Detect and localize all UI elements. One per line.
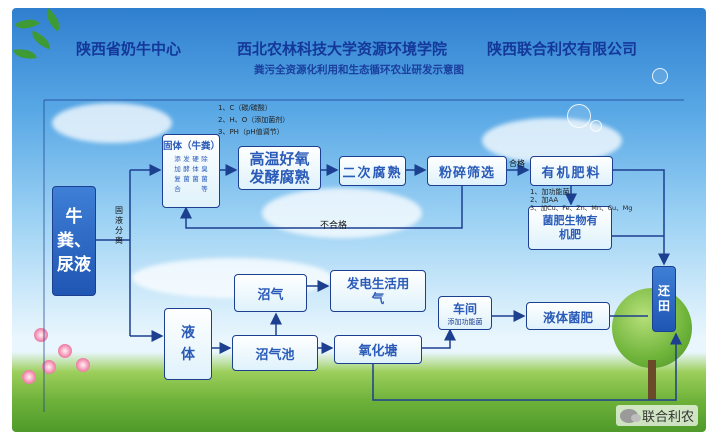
node-workshop: 车间 添加功能菌 xyxy=(438,296,492,330)
cloud xyxy=(52,103,172,143)
org-title-right: 陕西联合利农有限公司 xyxy=(487,40,638,58)
note-top-1: 1、C（碳/碳酸） xyxy=(218,104,272,112)
wechat-icon xyxy=(619,408,641,423)
node-crush-screen: 粉碎筛选 xyxy=(427,156,507,186)
node-solid-sub: 硬体菌 xyxy=(192,155,199,183)
bubble-icon xyxy=(567,104,591,128)
tree-trunk xyxy=(648,360,656,400)
label-pass: 合格 xyxy=(509,159,525,168)
node-bio-fertilizer: 菌肥生物有机肥 xyxy=(528,206,612,250)
node-solid: 固体（牛粪） 添加复合 发酵菌 硬体菌 除臭菌等 xyxy=(162,134,220,208)
node-solid-label: 固体（牛粪） xyxy=(163,141,221,152)
flow-arrows xyxy=(43,99,684,412)
diagram-subtitle: 粪污全资源化利用和生态循环农业研发示意图 xyxy=(254,64,464,76)
node-compost: 高温好氧发酵腐熟 xyxy=(238,146,321,190)
note-top-2: 2、H、O（添加菌剂） xyxy=(218,116,290,124)
flower-icon xyxy=(22,370,36,384)
node-organic-fertilizer: 有机肥料 xyxy=(530,156,613,186)
node-solid-sub: 添加复合 xyxy=(174,155,181,193)
node-second-maturation: 二次腐熟 xyxy=(339,156,406,186)
node-workshop-note: 添加功能菌 xyxy=(447,317,483,326)
node-oxidation-pond: 氧化塘 xyxy=(334,335,422,364)
cloud xyxy=(262,188,422,238)
brand-logo-text: 联合利农 xyxy=(641,410,694,425)
node-liquid-bio-fertilizer: 液体菌肥 xyxy=(526,302,610,330)
org-title-left: 陕西省奶牛中心 xyxy=(76,40,182,58)
flower-icon xyxy=(76,358,90,372)
note-bio-2: 2、加AA xyxy=(530,196,559,204)
bubble-icon xyxy=(652,68,668,84)
note-top-3: 3、PH（pH值调节） xyxy=(218,128,284,136)
grass-field xyxy=(12,352,706,432)
bubble-icon xyxy=(590,120,602,132)
brand-logo: 联合利农 xyxy=(615,405,698,426)
note-bio-1: 1、加功能菌 xyxy=(530,188,570,196)
node-return-field: 还田 xyxy=(652,266,676,332)
label-solid-liquid-separation: 固液分离 xyxy=(115,206,123,245)
flower-icon xyxy=(58,344,72,358)
node-biogas: 沼气 xyxy=(234,274,307,312)
flower-icon xyxy=(42,360,56,374)
note-bio-3: 3、加Cu、Fe、Zn、Mn、Cu、Mg xyxy=(530,204,633,212)
node-source: 牛粪、尿液 xyxy=(52,186,96,296)
node-liquid: 液体 xyxy=(164,308,212,380)
node-biogas-pool: 沼气池 xyxy=(232,335,318,371)
label-fail: 不合格 xyxy=(320,221,348,231)
org-title-mid: 西北农林科技大学资源环境学院 xyxy=(237,40,448,58)
node-power-gas: 发电生活用气 xyxy=(330,270,426,312)
node-solid-sub: 除臭菌等 xyxy=(201,155,208,193)
node-solid-sub: 发酵菌 xyxy=(183,155,190,183)
poster: 陕西省奶牛中心 西北农林科技大学资源环境学院 陕西联合利农有限公司 粪污全资源化… xyxy=(12,8,706,432)
node-workshop-label: 车间 xyxy=(452,301,477,316)
